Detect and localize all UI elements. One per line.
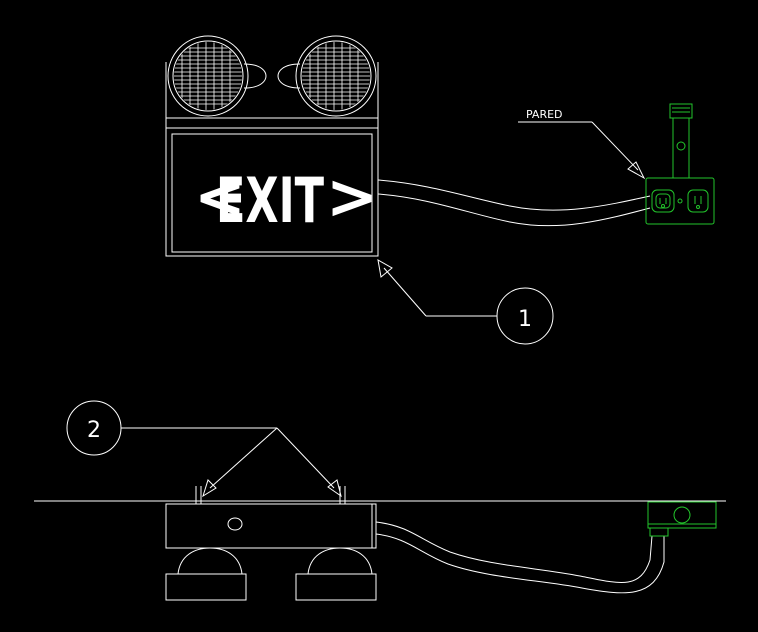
conduit-knockout bbox=[676, 141, 686, 151]
lamp-housing-outline bbox=[165, 62, 379, 119]
exit-legend: < EXIT > bbox=[194, 160, 378, 237]
outlet-screw bbox=[677, 198, 683, 204]
wall-outlet bbox=[645, 103, 715, 225]
wall-leader-arrowhead bbox=[627, 161, 646, 180]
receptacle-right bbox=[687, 189, 709, 213]
callout-2-number: 2 bbox=[87, 418, 101, 443]
power-cable-top-inner bbox=[377, 193, 651, 227]
lamp-lens-grid-left bbox=[174, 42, 242, 110]
lamp-head-left bbox=[167, 35, 249, 117]
side-view-knockout bbox=[227, 517, 243, 531]
callout-2-arrowhead-right bbox=[327, 479, 342, 498]
conduit-coupling bbox=[669, 103, 693, 119]
exit-chevron-left: < bbox=[194, 160, 246, 233]
conduit-pipe bbox=[672, 117, 690, 179]
callout-2 bbox=[66, 400, 342, 498]
wall-callout bbox=[518, 121, 646, 180]
callout-1-leader-diagonal bbox=[383, 267, 427, 317]
side-lamp-right bbox=[295, 547, 377, 601]
callout-1-arrowhead bbox=[377, 259, 393, 278]
lamp-head-bracket bbox=[243, 63, 267, 89]
wall-label: PARED bbox=[526, 108, 563, 121]
wall-leader-line bbox=[591, 121, 639, 171]
exit-sign-text: EXIT bbox=[216, 164, 324, 237]
callout-2-leader-left bbox=[209, 427, 278, 489]
outlet-box bbox=[645, 177, 715, 225]
receptacle-left bbox=[651, 189, 675, 213]
exit-sign-face bbox=[171, 133, 373, 253]
callout-1 bbox=[377, 259, 554, 345]
callout-2-arrowhead-left bbox=[202, 479, 217, 498]
exit-light-side-view bbox=[34, 486, 726, 601]
junction-box-connector bbox=[649, 527, 669, 537]
callout-2-leader-right bbox=[276, 427, 335, 489]
junction-box-knockout bbox=[673, 506, 691, 524]
power-cable-side-outer bbox=[375, 521, 653, 583]
lamp-head-bracket-right bbox=[277, 63, 301, 89]
lamp-lens-grid-right bbox=[302, 42, 370, 110]
side-lamp-left bbox=[165, 547, 247, 601]
lamp-head-right bbox=[295, 35, 377, 117]
power-cable-side-inner bbox=[375, 533, 665, 594]
power-cable-top-outer bbox=[377, 179, 651, 211]
junction-box-body bbox=[647, 501, 717, 529]
callout-1-number: 1 bbox=[518, 307, 532, 332]
exit-chevron-right: > bbox=[326, 160, 378, 233]
ceiling-junction-box bbox=[647, 501, 717, 537]
side-view-body bbox=[165, 503, 377, 549]
